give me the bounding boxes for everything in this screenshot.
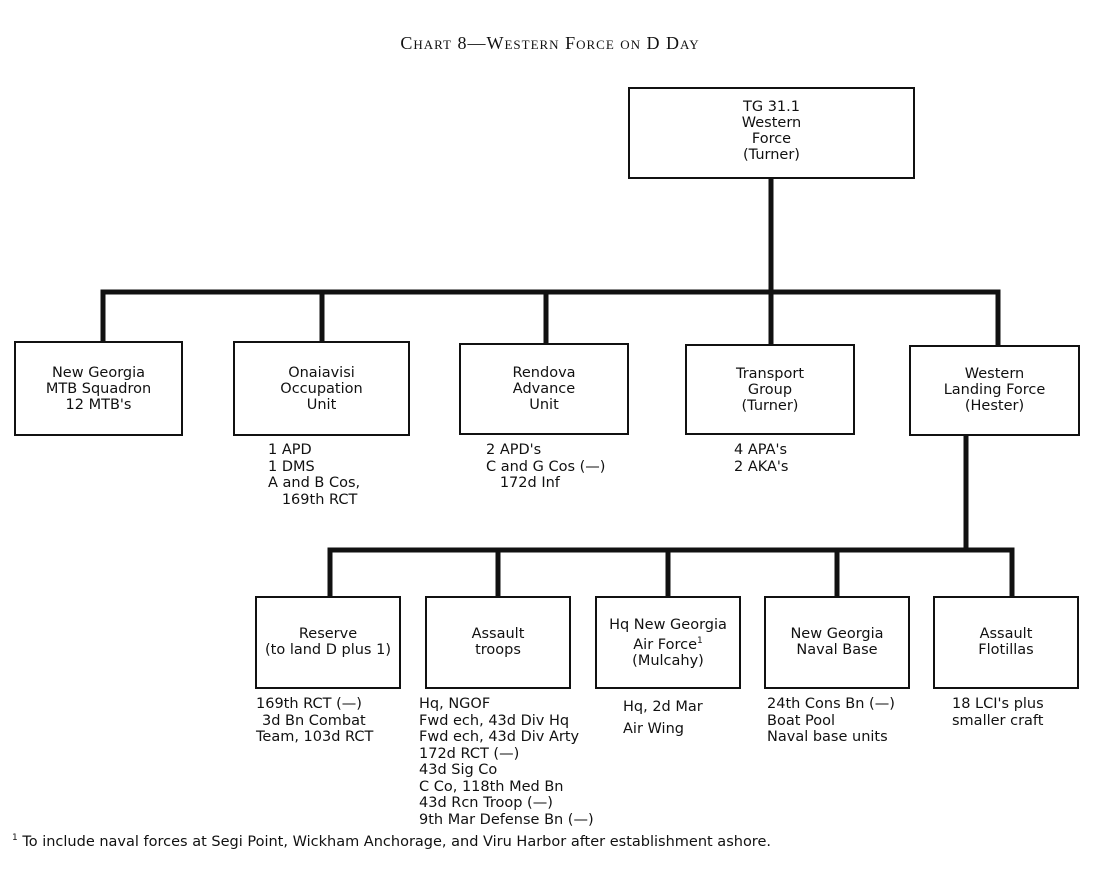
- node-line: Western: [964, 366, 1025, 382]
- note-line: 172d RCT (—): [419, 745, 520, 762]
- node-line: TG 31.1: [743, 99, 800, 115]
- node-line: Rendova: [512, 365, 576, 381]
- footnote-marker: 1: [697, 636, 703, 646]
- node-line: Western: [741, 115, 802, 131]
- note-line: Hq, NGOF: [419, 696, 491, 712]
- note-line: C and G Cos (—): [486, 458, 606, 475]
- notes-rendova: 2 APD's C and G Cos (—) 172d Inf: [486, 442, 605, 492]
- node-line: 12 MTB's: [65, 397, 132, 413]
- node-line: Force: [751, 131, 792, 147]
- note-line: 172d Inf: [486, 475, 560, 491]
- node-mtb-squadron: New Georgia MTB Squadron 12 MTB's: [14, 341, 183, 436]
- node-line: Occupation: [280, 381, 363, 397]
- node-line: Hq New Georgia: [609, 617, 727, 633]
- note-line: Hq, 2d Mar: [623, 699, 703, 715]
- node-line: Onaiavisi: [288, 365, 355, 381]
- node-line-text: Air Force: [633, 636, 697, 653]
- note-line: A and B Cos,: [268, 475, 361, 491]
- node-hq-air-force: Hq New Georgia Air Force1 (Mulcahy): [595, 596, 741, 689]
- node-line: Assault: [979, 626, 1033, 642]
- footnote: 1 To include naval forces at Segi Point,…: [12, 833, 771, 850]
- notes-naval-base: 24th Cons Bn (—) Boat Pool Naval base un…: [767, 696, 895, 746]
- node-tg-western-force: TG 31.1 Western Force (Turner): [628, 87, 915, 179]
- node-line: New Georgia: [790, 626, 884, 642]
- node-line: Unit: [529, 397, 559, 413]
- node-line: troops: [475, 642, 521, 658]
- node-line: Group: [747, 382, 793, 398]
- note-line: Fwd ech, 43d Div Hq: [419, 712, 570, 729]
- note-line: 18 LCI's plus: [952, 696, 1044, 712]
- node-line: (to land D plus 1): [265, 642, 391, 658]
- node-line: (Hester): [964, 398, 1025, 414]
- note-line: 1 APD: [268, 442, 312, 458]
- note-line: C Co, 118th Med Bn: [419, 778, 564, 795]
- note-line: 43d Sig Co: [419, 762, 498, 778]
- node-assault-flotillas: Assault Flotillas: [933, 596, 1079, 689]
- node-line: (Turner): [743, 147, 800, 163]
- node-line: Transport: [735, 366, 805, 382]
- node-line: Flotillas: [978, 642, 1034, 658]
- note-line: Team, 103d RCT: [256, 729, 374, 745]
- node-rendova-unit: Rendova Advance Unit: [459, 343, 629, 435]
- notes-hq-air: Hq, 2d Mar Air Wing: [623, 696, 703, 740]
- node-line: MTB Squadron: [45, 381, 152, 397]
- notes-assault-troops: Hq, NGOF Fwd ech, 43d Div Hq Fwd ech, 43…: [419, 696, 594, 828]
- node-line: Advance: [512, 381, 576, 397]
- note-line: Fwd ech, 43d Div Arty: [419, 729, 580, 745]
- notes-transport: 4 APA's 2 AKA's: [734, 442, 788, 475]
- note-line: 43d Rcn Troop (—): [419, 795, 553, 811]
- note-line: 4 APA's: [734, 442, 788, 458]
- note-line: Boat Pool: [767, 712, 835, 729]
- note-line: Naval base units: [767, 729, 888, 745]
- note-line: 3d Bn Combat: [262, 712, 366, 729]
- note-line: 169th RCT: [268, 491, 358, 508]
- node-line: Assault: [471, 626, 525, 642]
- footnote-marker: 1: [12, 833, 18, 843]
- note-line: 9th Mar Defense Bn (—): [419, 811, 594, 828]
- note-line: Air Wing: [623, 721, 684, 737]
- node-line: Air Force1: [633, 633, 702, 653]
- node-western-landing-force: Western Landing Force (Hester): [909, 345, 1080, 436]
- node-line: Unit: [306, 397, 337, 413]
- note-line: 2 APD's: [486, 442, 542, 458]
- node-assault-troops: Assault troops: [425, 596, 571, 689]
- notes-onaiavisi: 1 APD 1 DMS A and B Cos, 169th RCT: [268, 442, 360, 508]
- note-line: 2 AKA's: [734, 458, 789, 475]
- chart-title: Chart 8—Western Force on D Day: [400, 33, 700, 53]
- node-line: New Georgia: [51, 365, 146, 381]
- node-transport-group: Transport Group (Turner): [685, 344, 855, 435]
- node-line: (Mulcahy): [632, 652, 704, 669]
- note-line: 24th Cons Bn (—): [767, 696, 895, 712]
- notes-reserve: 169th RCT (—) 3d Bn Combat Team, 103d RC…: [256, 696, 373, 746]
- node-onaiavisi-unit: Onaiavisi Occupation Unit: [233, 341, 410, 436]
- note-line: 1 DMS: [268, 458, 315, 475]
- node-line: Landing Force: [943, 382, 1046, 398]
- note-line: smaller craft: [952, 712, 1044, 729]
- footnote-text: To include naval forces at Segi Point, W…: [22, 833, 771, 850]
- node-reserve: Reserve (to land D plus 1): [255, 596, 401, 689]
- node-naval-base: New Georgia Naval Base: [764, 596, 910, 689]
- notes-flotillas: 18 LCI's plus smaller craft: [952, 696, 1044, 729]
- note-line: 169th RCT (—): [256, 696, 362, 712]
- node-line: Reserve: [298, 626, 358, 642]
- node-line: Naval Base: [796, 642, 878, 658]
- node-line: (Turner): [741, 398, 799, 414]
